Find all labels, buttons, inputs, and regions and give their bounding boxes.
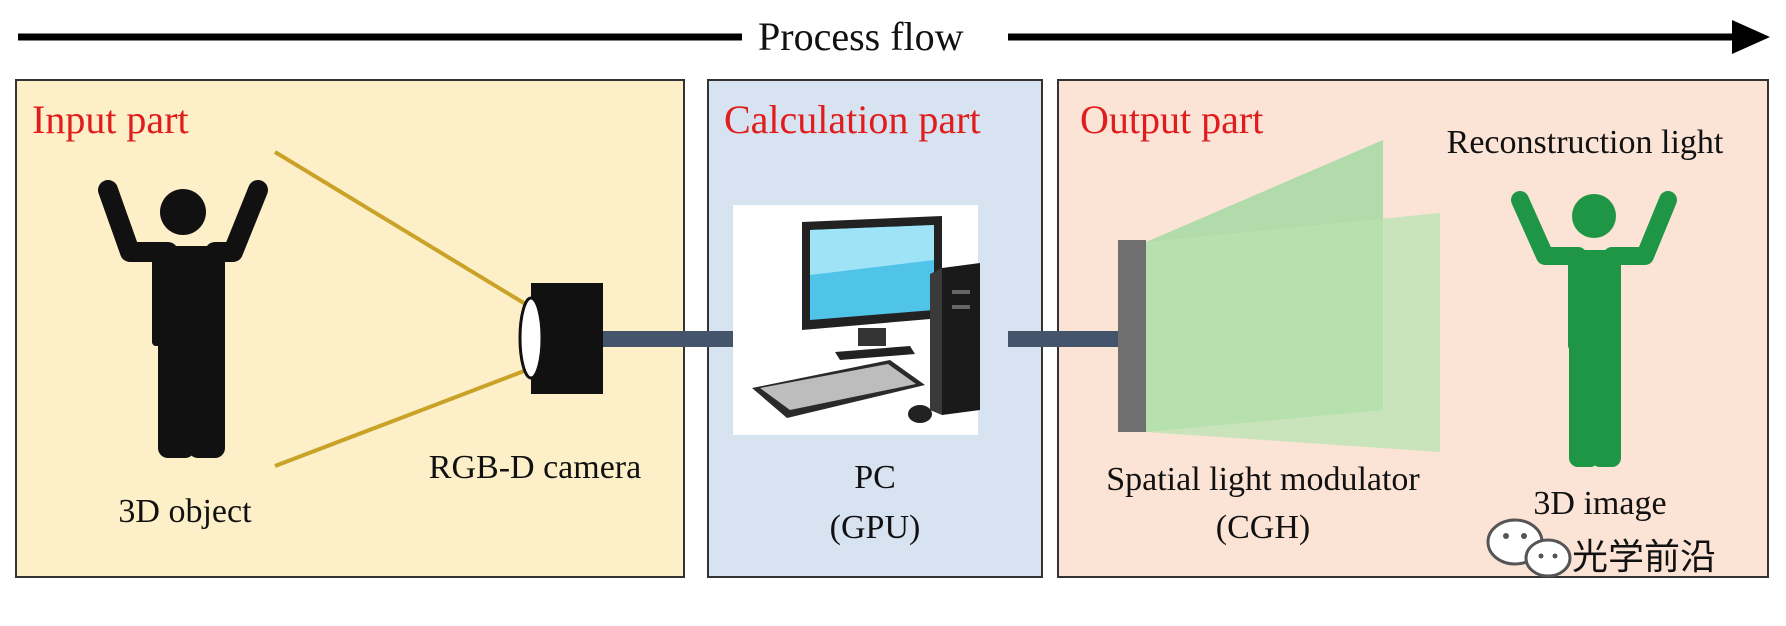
object-label: 3D object xyxy=(118,493,252,530)
person-3d-object-icon xyxy=(98,180,268,458)
pc-icon xyxy=(733,205,980,435)
reconstruction-light xyxy=(1146,140,1440,452)
watermark-text: 光学前沿 xyxy=(1572,537,1717,578)
rgbd-camera-icon xyxy=(518,283,603,394)
person-3d-image-icon xyxy=(1511,191,1677,467)
reconstruction-light-label: Reconstruction light xyxy=(1446,124,1724,161)
output-part-title: Output part xyxy=(1080,97,1264,142)
cgh-label: (CGH) xyxy=(1215,509,1311,546)
input-part-title: Input part xyxy=(32,97,189,142)
gpu-label: (GPU) xyxy=(829,509,921,546)
spatial-light-modulator-icon xyxy=(1118,240,1146,432)
image-label: 3D image xyxy=(1533,485,1667,522)
pc-label: PC xyxy=(854,459,896,496)
camera-rays xyxy=(273,150,534,468)
process-flow-arrow xyxy=(18,20,1770,54)
cable-camera-pc xyxy=(603,331,733,347)
camera-label: RGB-D camera xyxy=(428,449,642,486)
calculation-part-title: Calculation part xyxy=(724,97,981,142)
wechat-icon xyxy=(1486,518,1572,578)
slm-label: Spatial light modulator xyxy=(1106,461,1420,498)
process-flow-title: Process flow xyxy=(748,13,974,60)
cable-pc-slm xyxy=(1008,331,1118,347)
